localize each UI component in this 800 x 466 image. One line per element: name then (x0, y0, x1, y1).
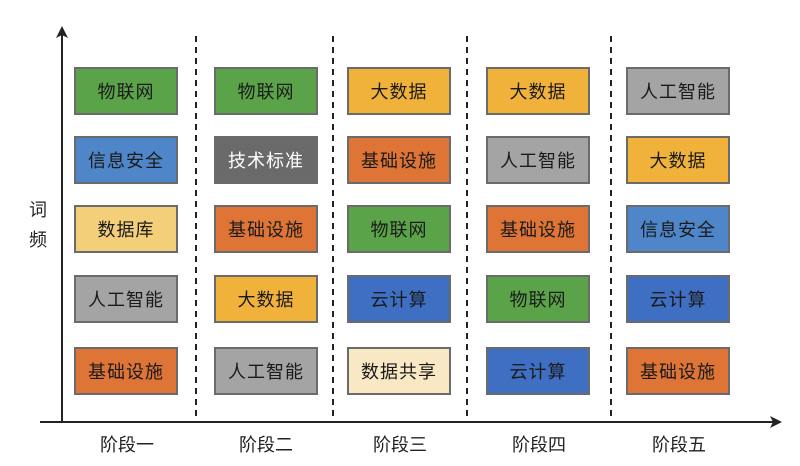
keyword-box: 人工智能 (214, 347, 318, 395)
stage-label: 阶段五 (652, 435, 706, 456)
keyword-box: 人工智能 (486, 136, 590, 184)
keyword-box: 物联网 (347, 205, 451, 253)
keyword-box: 大数据 (626, 136, 730, 184)
keyword-box: 大数据 (347, 67, 451, 115)
keyword-box: 大数据 (486, 67, 590, 115)
keyword-box: 数据共享 (347, 347, 451, 395)
keyword-box: 大数据 (214, 275, 318, 323)
keyword-box: 物联网 (214, 67, 318, 115)
keyword-box: 人工智能 (74, 275, 178, 323)
keyword-box: 基础设施 (626, 347, 730, 395)
keyword-box: 信息安全 (74, 136, 178, 184)
keyword-box: 基础设施 (74, 347, 178, 395)
keyword-box: 物联网 (74, 67, 178, 115)
keyword-box: 基础设施 (347, 136, 451, 184)
y-axis-label-char: 频 (29, 230, 47, 251)
keyword-box: 数据库 (74, 205, 178, 253)
stage-label: 阶段三 (373, 435, 427, 456)
keyword-box: 基础设施 (486, 205, 590, 253)
keyword-box: 云计算 (626, 275, 730, 323)
keyword-box: 技术标准 (214, 136, 318, 184)
stage-label: 阶段四 (512, 435, 566, 456)
keyword-box: 信息安全 (626, 205, 730, 253)
keyword-box: 云计算 (347, 275, 451, 323)
y-axis-label-char: 词 (29, 200, 47, 221)
keyword-box: 基础设施 (214, 205, 318, 253)
stage-label: 阶段一 (100, 435, 154, 456)
keyword-box: 人工智能 (626, 67, 730, 115)
y-axis-label: 词 频 (18, 196, 58, 256)
stage-label: 阶段二 (239, 435, 293, 456)
keyword-box: 云计算 (486, 347, 590, 395)
keyword-box: 物联网 (486, 275, 590, 323)
